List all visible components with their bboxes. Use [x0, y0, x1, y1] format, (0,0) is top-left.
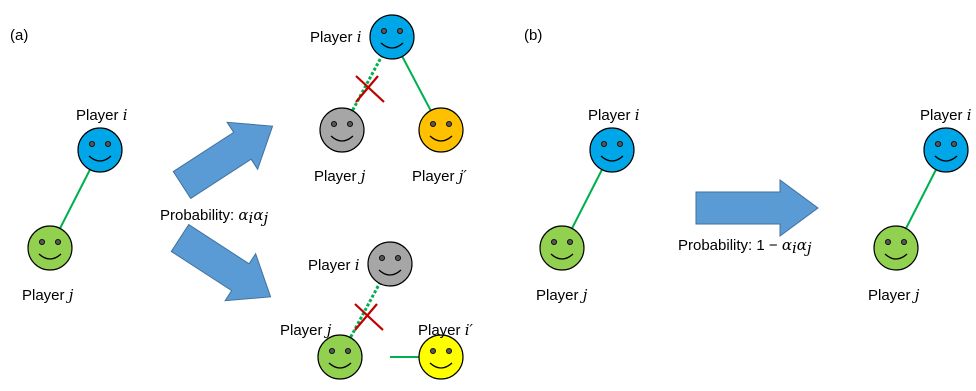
player-i-label-b-after: Player i [920, 106, 972, 124]
player-jprime-label-top: Player j′ [412, 167, 467, 185]
player-i-face-b-before [589, 127, 635, 173]
block-arrow-icon-up [172, 121, 274, 200]
probability-label-b: Probability: 1 − αiαj [678, 236, 812, 257]
player-i-label-left: Player i [76, 106, 128, 124]
player-i-face-left [77, 127, 123, 173]
player-j-label-b-after: Player j [868, 286, 920, 304]
player-jprime-face-top [418, 107, 464, 153]
player-j-face-left [27, 225, 73, 271]
player-iprime-label-bottom: Player i′ [418, 321, 474, 339]
player-j-label-top: Player j [314, 167, 366, 185]
player-i-face-b-after [923, 127, 969, 173]
panel-b-label: (b) [524, 27, 542, 44]
block-arrow-icon-down [170, 223, 272, 302]
player-i-label-bottom: Player i [308, 256, 360, 274]
player-j-face-top [319, 107, 365, 153]
player-i-label-b-before: Player i [588, 106, 640, 124]
player-i-face-bottom [367, 241, 413, 287]
panel-a-label: (a) [10, 27, 28, 44]
player-j-face-b-after [873, 225, 919, 271]
player-j-face-bottom [317, 334, 363, 380]
player-i-label-top: Player i [310, 28, 362, 46]
player-iprime-face-bottom [418, 334, 464, 380]
player-j-label-bottom: Player j [280, 321, 332, 339]
player-j-label-b-before: Player j [536, 286, 588, 304]
player-i-face-top [369, 14, 415, 60]
block-arrow-icon-b [695, 179, 819, 237]
cut-mark-icon-bottom [354, 303, 384, 331]
cut-mark-icon-top [355, 75, 385, 103]
probability-label-a: Probability: αiαj [160, 206, 268, 227]
player-j-face-b-before [539, 225, 585, 271]
player-j-label-left: Player j [22, 286, 74, 304]
